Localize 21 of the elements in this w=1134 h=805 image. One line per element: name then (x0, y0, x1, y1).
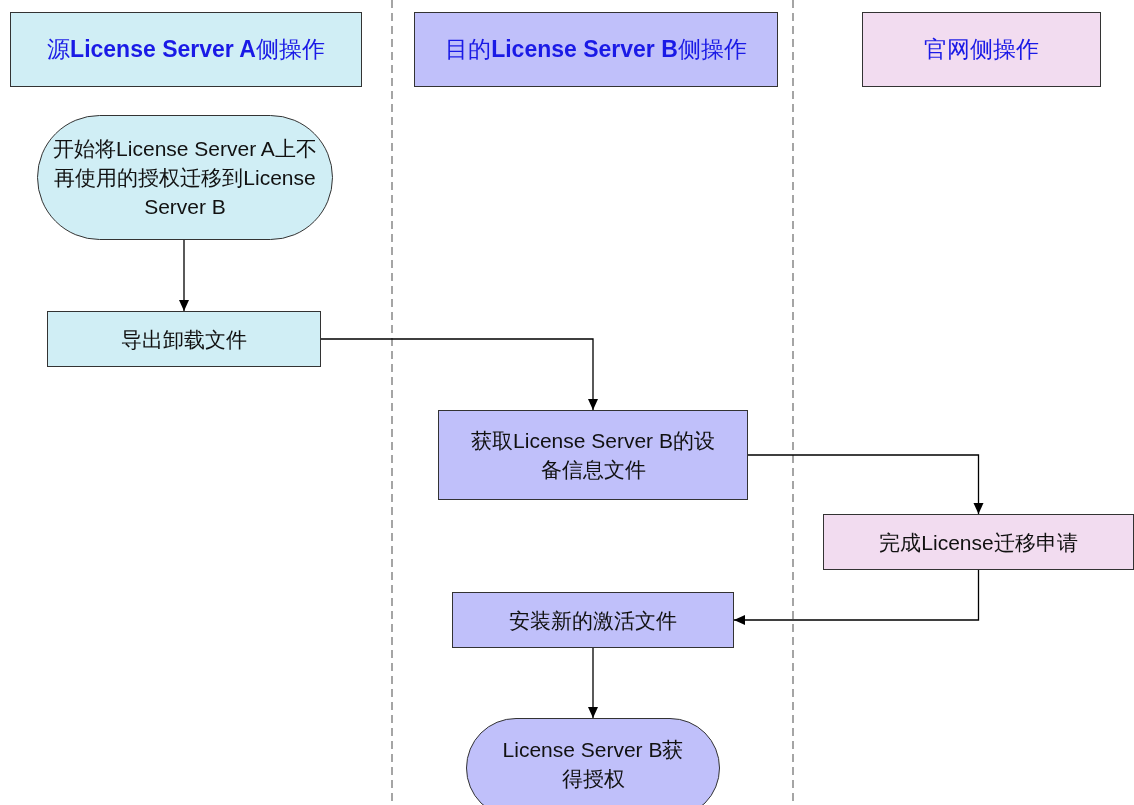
lane-title: 官网侧操作 (924, 35, 1039, 64)
node-label: 开始将License Server A上不再使用的授权迁移到License Server B (52, 136, 318, 220)
lane-header (414, 12, 778, 87)
node-label: 安装新的激活文件 (509, 607, 677, 634)
process-box (438, 410, 748, 500)
node-label: 完成License迁移申请 (879, 529, 1078, 556)
lane-title: 目的License Server B侧操作 (445, 35, 747, 64)
node-label: 获取License Server B的设备信息文件 (470, 428, 716, 483)
process-box (452, 592, 734, 648)
node-label: License Server B获得授权 (501, 737, 685, 792)
process-box (47, 311, 321, 367)
lane-header (10, 12, 362, 87)
arrow (733, 569, 980, 625)
process-box (823, 514, 1134, 570)
arrow (747, 454, 984, 515)
arrow (588, 647, 598, 719)
lane-title: 源License Server A侧操作 (47, 35, 325, 64)
lane-header (862, 12, 1101, 87)
arrow (179, 239, 189, 312)
node-label: 导出卸载文件 (121, 326, 247, 353)
arrow (320, 338, 598, 411)
